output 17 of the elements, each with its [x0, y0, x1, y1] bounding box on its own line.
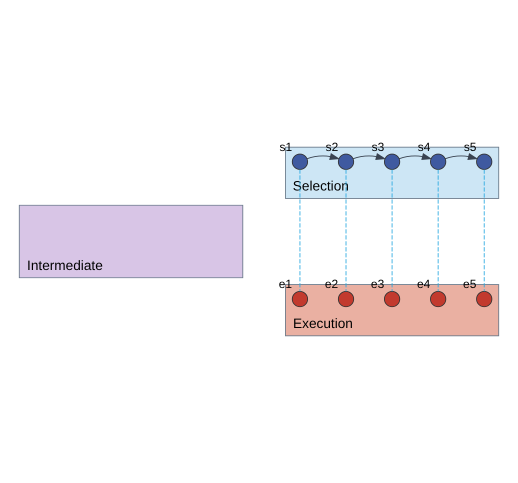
- arrow: [306, 153, 340, 160]
- arrow: [444, 153, 478, 160]
- connector: [438, 169, 439, 292]
- node-circle: [430, 154, 446, 170]
- node-circle: [338, 154, 354, 170]
- node-circle: [292, 154, 308, 170]
- node-circle: [384, 154, 400, 170]
- node-circle: [384, 290, 400, 308]
- node-circle: [476, 154, 492, 170]
- node-box: Intermediate: [18, 204, 244, 278]
- connector: [484, 169, 485, 292]
- node-circle: [292, 290, 308, 308]
- node-circle: [338, 290, 354, 308]
- node-circle: [476, 290, 492, 308]
- node-circle: [430, 290, 446, 308]
- arrow: [398, 153, 432, 160]
- arrow: [352, 153, 386, 160]
